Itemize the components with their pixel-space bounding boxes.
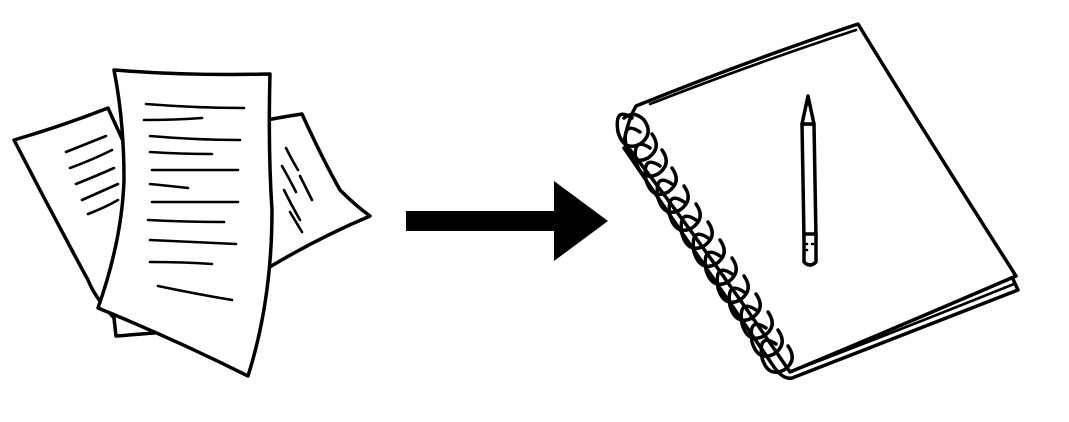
- paper-text-lines-right: [280, 146, 314, 234]
- arrow-head: [554, 181, 608, 261]
- pencil-ferrule: [802, 232, 818, 267]
- pencil-icon: [800, 94, 818, 267]
- pencil-lead: [806, 96, 810, 106]
- paper-text-lines-front: [142, 102, 246, 302]
- loose-papers-icon: [12, 68, 372, 378]
- arrow-shaft: [406, 211, 558, 231]
- pencil-body: [800, 122, 818, 240]
- spiral-binding: [615, 112, 794, 374]
- paper-text-lines-left: [64, 134, 120, 216]
- right-arrow-icon: [406, 181, 608, 261]
- notebook-cover: [622, 22, 1018, 374]
- spiral-notebook-icon: [615, 22, 1020, 380]
- pencil-tip: [800, 94, 816, 126]
